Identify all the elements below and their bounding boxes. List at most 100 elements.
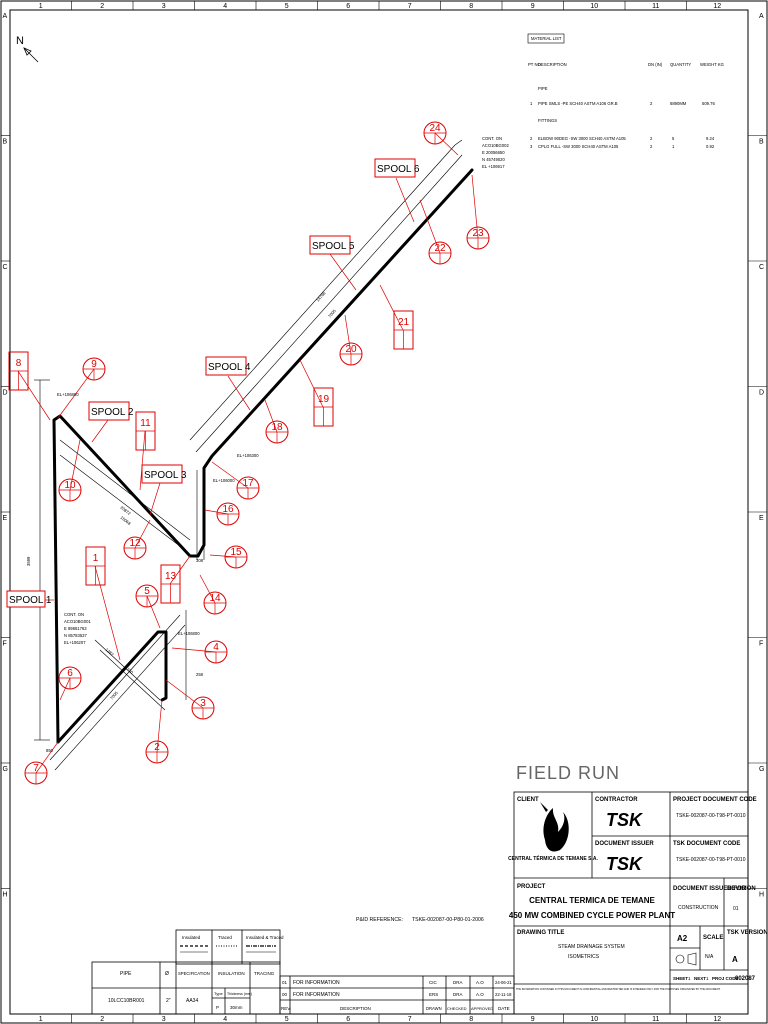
line-pipe-number: 10LCC10BR001: [108, 998, 145, 1004]
grid-row-label: C: [759, 264, 764, 271]
client-label: CLIENT: [517, 797, 539, 803]
project-label: PROJECT: [517, 884, 546, 890]
svg-text:ACO10BG002: ACO10BG002: [482, 143, 509, 148]
svg-text:Type: Type: [214, 991, 223, 996]
ml-row-pt: 1: [530, 101, 533, 106]
weld-tag-20: 20: [339, 314, 363, 366]
svg-text:A.O: A.O: [476, 980, 484, 985]
dim-label: 258: [196, 672, 204, 677]
ml-section-fittings: FITTINGS: [538, 118, 557, 123]
svg-text:E 20056650: E 20056650: [482, 150, 505, 155]
square-tag-number: 11: [140, 418, 151, 429]
dim-label: 1150: [124, 665, 135, 675]
project-doc-code-label: PROJECT DOCUMENT CODE: [673, 797, 757, 803]
svg-text:SPOOL 3: SPOOL 3: [144, 470, 187, 481]
spool-3-label: SPOOL 3: [141, 464, 187, 516]
weld-tag-number: 2: [154, 742, 160, 753]
ml-hdr-desc: DESCRIPTION: [538, 62, 567, 67]
spool-6-label: SPOOL 6: [374, 158, 420, 223]
grid-row-label: E: [3, 515, 8, 522]
grid-col-label: 5: [285, 1016, 289, 1023]
svg-text:DATE: DATE: [498, 1006, 510, 1011]
tsk-doc-code-label: TSK DOCUMENT CODE: [673, 841, 740, 847]
svg-text:01: 01: [282, 980, 288, 985]
weld-tag-number: 10: [64, 480, 76, 491]
weld-tag-number: 23: [472, 228, 484, 239]
ml-hdr-pt: PT NO: [528, 62, 541, 67]
ml-row-wt: 0.92: [706, 144, 715, 149]
tsk-logo-icon: TSK: [606, 810, 644, 830]
grid-col-label: 11: [652, 1016, 659, 1023]
svg-text:N 85783537: N 85783537: [64, 633, 87, 638]
square-tag-19: 19: [299, 359, 334, 427]
spool-labels: SPOOL 1 SPOOL 2 SPOOL 3 SPOOL 4 SPOOL 5 …: [6, 158, 420, 608]
drawing-title-line1: STEAM DRAINAGE SYSTEM: [558, 944, 625, 950]
square-tag-number: 13: [165, 571, 177, 582]
weld-tag-7: 7: [24, 741, 59, 785]
weld-tag-number: 9: [91, 359, 97, 370]
confidentiality-note: THE INFORMATION CONTAINED IN THIS DOCUME…: [516, 988, 721, 991]
weld-tag-number: 14: [209, 593, 221, 604]
svg-text:SPECIFICATION: SPECIFICATION: [178, 971, 210, 976]
svg-text:SPOOL 1: SPOOL 1: [9, 595, 52, 606]
svg-text:SPOOL 2: SPOOL 2: [91, 407, 134, 418]
weld-tag-24: 24: [423, 121, 459, 156]
svg-text:N 45749020: N 45749020: [482, 157, 505, 162]
grid-col-label: 12: [713, 1016, 721, 1023]
square-tag-number: 8: [16, 358, 22, 369]
grid-row-label: F: [759, 640, 763, 647]
dim-label: 850: [46, 748, 54, 753]
svg-text:A.O: A.O: [476, 992, 484, 997]
grid-row-label: B: [759, 138, 764, 145]
grid-row-label: H: [759, 891, 764, 898]
north-label: N: [16, 35, 24, 47]
weld-tag-10: 10: [58, 439, 82, 502]
grid-row-label: H: [3, 891, 8, 898]
weld-tag-4: 4: [171, 640, 228, 664]
pipe-route: [52, 168, 474, 744]
weld-tag-5: 5: [135, 584, 161, 629]
svg-text:AA34: AA34: [186, 998, 198, 1004]
grid-row-label: C: [3, 264, 8, 271]
weld-tag-number: 7: [33, 763, 39, 774]
svg-text:Insulated & Traced: Insulated & Traced: [246, 935, 284, 940]
grid-col-label: 1: [39, 1016, 43, 1023]
svg-text:DRAWN: DRAWN: [426, 1006, 442, 1011]
weld-tag-15: 15: [209, 545, 248, 569]
material-list: MATERIAL LIST PT NO DESCRIPTION DN (IN) …: [527, 33, 724, 149]
weld-tag-22: 22: [419, 199, 452, 265]
weld-tag-14: 14: [199, 574, 227, 615]
pid-reference-value: TSKE-002087-00-P80-01-2006: [412, 917, 484, 923]
svg-text:24-06-21: 24-06-21: [495, 980, 512, 985]
svg-text:INSULATION: INSULATION: [218, 971, 245, 976]
svg-text:DRA: DRA: [453, 980, 463, 985]
svg-text:30mm: 30mm: [230, 1005, 243, 1010]
svg-text:DESCRIPTION: DESCRIPTION: [340, 1006, 371, 1011]
weld-tag-23: 23: [466, 174, 490, 250]
svg-text:FOR INFORMATION: FOR INFORMATION: [293, 980, 340, 986]
square-tag-number: 19: [318, 394, 330, 405]
tsk-logo-icon: TSK: [606, 854, 644, 874]
square-tag-11: 11: [135, 411, 156, 491]
svg-text:2": 2": [166, 998, 171, 1004]
grid-col-label: 3: [162, 1016, 166, 1023]
grid-col-label: 4: [223, 3, 227, 10]
grid-col-label: 6: [346, 3, 350, 10]
el-label: EL+106000: [213, 478, 235, 483]
weld-tag-number: 6: [67, 668, 73, 679]
grid-col-label: 11: [652, 3, 659, 10]
dim-label: 7005: [327, 308, 337, 319]
square-tag-8: 8: [8, 351, 51, 421]
client-name: CENTRAL TÉRMICA DE TEMANE S.A.: [508, 854, 598, 862]
tsk-doc-code: TSKE-002087-00-T98-PT-0010: [676, 857, 746, 863]
svg-text:Thickness (mm): Thickness (mm): [227, 992, 252, 996]
sheet-label: SHEET: [673, 976, 688, 981]
svg-text:00: 00: [282, 992, 288, 997]
svg-text:SPOOL 6: SPOOL 6: [377, 164, 420, 175]
ml-hdr-dn: DN (IN): [648, 62, 663, 67]
ml-row-desc: PIPE SMLS -PE SCH40 ASTM A106 GR.B: [538, 101, 618, 106]
svg-text:TSK: TSK: [606, 854, 644, 874]
